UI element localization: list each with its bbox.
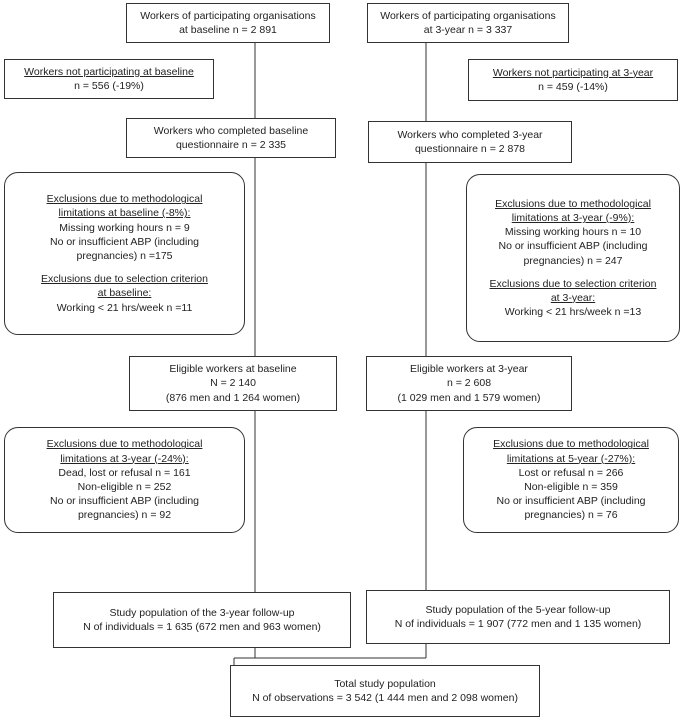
box-text: No or insufficient ABP (including	[498, 240, 648, 253]
box-heading: Exclusions due to selection criterion	[489, 277, 657, 290]
box-text: N of observations = 3 542 (1 444 men and…	[252, 692, 518, 704]
right-completed-box: Workers who completed 3-year questionnai…	[368, 121, 572, 163]
right-eligible-box: Eligible workers at 3-year n = 2 608 (1 …	[366, 356, 572, 411]
box-heading: limitations at 5-year (-27%):	[506, 452, 636, 465]
left-not-participating-box: Workers not participating at baseline n …	[4, 59, 214, 99]
box-text: (876 men and 1 264 women)	[165, 391, 301, 404]
box-heading: Exclusions due to methodological	[46, 193, 203, 206]
box-text: questionnaire n = 2 878	[414, 143, 526, 155]
box-heading: at baseline:	[97, 287, 152, 300]
box-text: pregnancies) n = 247	[523, 254, 623, 267]
box-text: (1 029 men and 1 579 women)	[397, 391, 541, 404]
box-heading: Exclusions due to methodological	[493, 438, 649, 451]
box-text: Workers of participating organisations	[380, 9, 556, 22]
box-text: Missing working hours n = 10	[504, 226, 642, 239]
box-heading: Exclusions due to methodological	[46, 438, 203, 451]
box-text: at baseline n = 2 891	[179, 24, 277, 36]
box-text: pregnancies) n =175	[76, 250, 173, 262]
left-study-population-box: Study population of the 3-year follow-up…	[53, 592, 351, 648]
left-eligible-box: Eligible workers at baseline N = 2 140 (…	[129, 356, 337, 411]
box-text: N = 2 140	[210, 377, 256, 390]
box-text: questionnaire n = 2 335	[175, 139, 287, 151]
box-text: Workers who completed baseline	[153, 124, 309, 137]
box-text: Eligible workers at baseline	[169, 363, 297, 376]
box-text: Study population of the 3-year follow-up	[109, 606, 295, 619]
left-workers-box: Workers of participating organisations a…	[126, 3, 330, 43]
box-heading: Workers not participating at baseline	[24, 65, 194, 78]
total-study-population-box: Total study population N of observations…	[230, 665, 540, 717]
box-text: Dead, lost or refusal n = 161	[58, 466, 191, 479]
box-text: Workers of participating organisations	[140, 9, 316, 22]
box-text: Study population of the 5-year follow-up	[425, 603, 611, 616]
box-text: pregnancies) n = 76	[524, 509, 618, 522]
box-text: No or insufficient ABP (including	[49, 235, 200, 248]
box-text: at 3-year n = 3 337	[423, 24, 513, 36]
box-heading: at 3-year:	[550, 291, 596, 304]
box-text: No or insufficient ABP (including	[496, 495, 646, 508]
box-text: Workers who completed 3-year	[397, 128, 543, 141]
box-text: Non-eligible n = 252	[77, 481, 172, 493]
box-text: Eligible workers at 3-year	[410, 363, 528, 376]
box-text: n = 2 608	[446, 377, 492, 390]
box-heading: limitations at baseline (-8%):	[58, 207, 191, 220]
box-text: n = 459 (-14%)	[538, 81, 608, 93]
box-text: No or insufficient ABP (including	[49, 495, 200, 508]
right-exclusions-5year-box: Exclusions due to methodological limitat…	[463, 427, 679, 533]
box-text: Working < 21 hrs/week n =11	[56, 301, 193, 314]
box-text: N of individuals = 1 635 (672 men and 96…	[83, 621, 321, 633]
box-text: Lost or refusal n = 266	[518, 466, 624, 479]
right-not-participating-box: Workers not participating at 3-year n = …	[468, 59, 678, 101]
left-exclusions-baseline-box: Exclusions due to methodological limitat…	[4, 172, 245, 335]
box-heading: limitations at 3-year (-9%):	[511, 211, 635, 224]
box-text: Non-eligible n = 359	[524, 481, 618, 493]
box-heading: Exclusions due to selection criterion	[41, 273, 208, 286]
box-text: n = 556 (-19%)	[74, 80, 144, 92]
box-heading: limitations at 3-year (-24%):	[60, 452, 189, 465]
box-text: Missing working hours n = 9	[59, 221, 190, 234]
box-text: N of individuals = 1 907 (772 men and 1 …	[394, 618, 642, 630]
box-text: pregnancies) n = 92	[77, 509, 172, 522]
left-completed-box: Workers who completed baseline questionn…	[126, 118, 336, 158]
box-text: Total study population	[334, 677, 436, 690]
right-exclusions-3year-box: Exclusions due to methodological limitat…	[466, 174, 680, 342]
box-heading: Workers not participating at 3-year	[492, 66, 654, 79]
right-workers-box: Workers of participating organisations a…	[367, 3, 569, 43]
box-text: Working < 21 hrs/week n =13	[504, 306, 642, 319]
left-exclusions-3year-box: Exclusions due to methodological limitat…	[4, 427, 245, 533]
box-heading: Exclusions due to methodological	[495, 197, 651, 210]
right-study-population-box: Study population of the 5-year follow-up…	[366, 590, 670, 644]
